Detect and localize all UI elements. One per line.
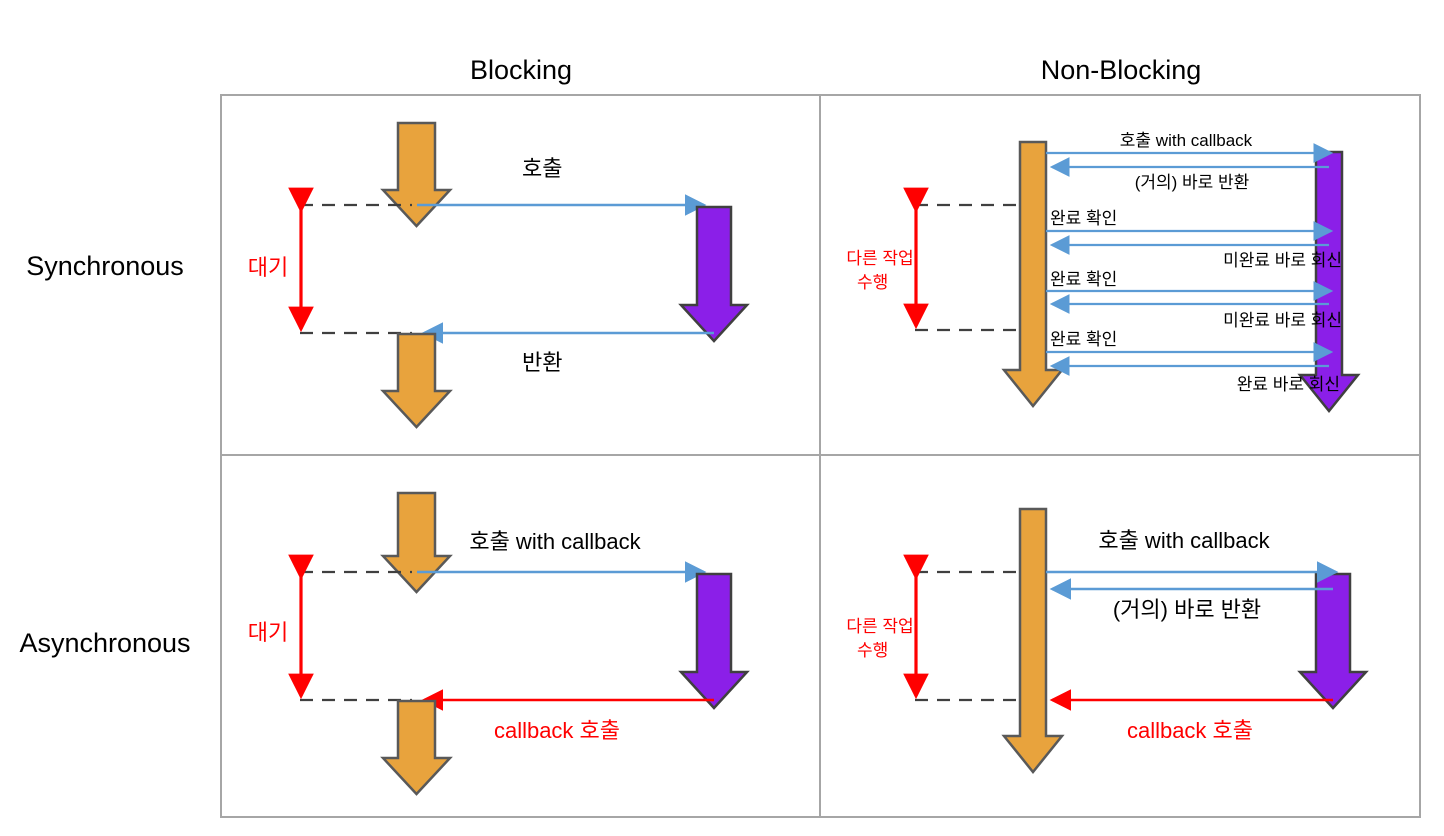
message-label-1: 호출 with callback [1098, 528, 1270, 553]
wait-label-line2: 수행 [857, 273, 888, 292]
callback-label: callback 호출 [494, 718, 620, 743]
message-label-8: 완료 바로 회신 [1237, 375, 1340, 394]
caller-arrow [1001, 140, 1065, 408]
cell-async-nonblocking [819, 454, 1421, 818]
row-header-asynchronous: Asynchronous [19, 628, 190, 658]
message-label-1: 호출 with callback [1120, 131, 1253, 150]
wait-label: 대기 [248, 620, 288, 645]
wait-label: 대기 [248, 255, 288, 280]
quadrant-sync-blocking: 대기 호출 반환 [248, 121, 750, 429]
quadrant-async-nonblocking: 다른 작업 수행 호출 with callback (거의) 바로 반환 cal… [846, 507, 1369, 774]
row-header-synchronous: Synchronous [26, 251, 184, 281]
message-label-call: 호출 with callback [469, 529, 641, 554]
wait-label-line1: 다른 작업 [846, 249, 913, 268]
wait-label-line1: 다른 작업 [846, 617, 913, 636]
wait-label-line2: 수행 [857, 641, 888, 660]
message-label-2: (거의) 바로 반환 [1113, 597, 1261, 622]
caller-arrow-bottom [380, 699, 453, 796]
message-label-2: (거의) 바로 반환 [1135, 173, 1250, 192]
caller-arrow-bottom [380, 332, 453, 429]
callee-arrow [1297, 572, 1369, 710]
caller-arrow-top [380, 121, 453, 228]
callback-label: callback 호출 [1127, 718, 1253, 743]
callee-arrow [678, 205, 750, 343]
caller-arrow-top [380, 491, 453, 594]
quadrant-async-blocking: 대기 호출 with callback callback 호출 [248, 491, 750, 796]
message-label-7: 완료 확인 [1050, 330, 1117, 349]
message-label-5: 완료 확인 [1050, 270, 1117, 289]
column-header-blocking: Blocking [470, 55, 572, 85]
callee-arrow [1297, 150, 1361, 413]
message-label-return: 반환 [522, 350, 562, 375]
quadrant-sync-nonblocking: 다른 작업 수행 호출 with callback (거의) 바로 반환 완료 … [846, 131, 1361, 413]
message-label-call: 호출 [522, 156, 562, 181]
column-header-non-blocking: Non-Blocking [1041, 55, 1202, 85]
message-label-4: 미완료 바로 회신 [1223, 251, 1342, 270]
callee-arrow [678, 572, 750, 710]
message-label-3: 완료 확인 [1050, 209, 1117, 228]
message-label-6: 미완료 바로 회신 [1223, 311, 1342, 330]
caller-arrow [1001, 507, 1065, 774]
